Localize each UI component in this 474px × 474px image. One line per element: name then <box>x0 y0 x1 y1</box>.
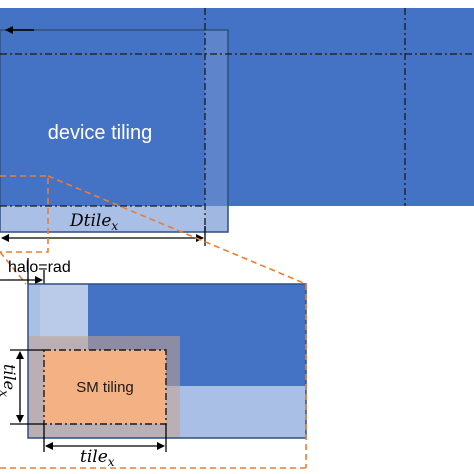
sm-tiling-label: SM tiling <box>76 379 134 396</box>
tile-v-label-sub: x <box>0 390 11 397</box>
tile-h-label-sub: x <box>108 455 115 469</box>
tile-h-label-base: tile <box>80 447 108 467</box>
sm-tile-outline <box>43 349 167 425</box>
dtile-label: Dtilex <box>69 211 118 233</box>
device-tile-halo-band <box>0 206 228 232</box>
tile-v-label-base: tile <box>0 364 19 390</box>
zoom-connector-top <box>47 175 307 285</box>
device-grid-background <box>0 8 474 206</box>
sm-tile <box>44 350 166 424</box>
dtile-label-base: Dtile <box>69 211 111 231</box>
dtile-label-sub: x <box>111 219 118 233</box>
halo-label: halo=rad <box>8 259 71 276</box>
sm-detail-frame <box>27 283 307 439</box>
zoom-connector-bottom <box>0 251 27 285</box>
tile-h-label: tilex <box>80 447 115 469</box>
device-tile-outline <box>0 29 229 233</box>
device-tile-halo-corner <box>205 30 228 232</box>
device-tiling-label: device tiling <box>48 122 153 144</box>
tile-v-label: tilex <box>0 364 19 397</box>
zoom-region-outline <box>0 175 49 253</box>
sm-detail-halo-inner-column <box>40 284 88 338</box>
